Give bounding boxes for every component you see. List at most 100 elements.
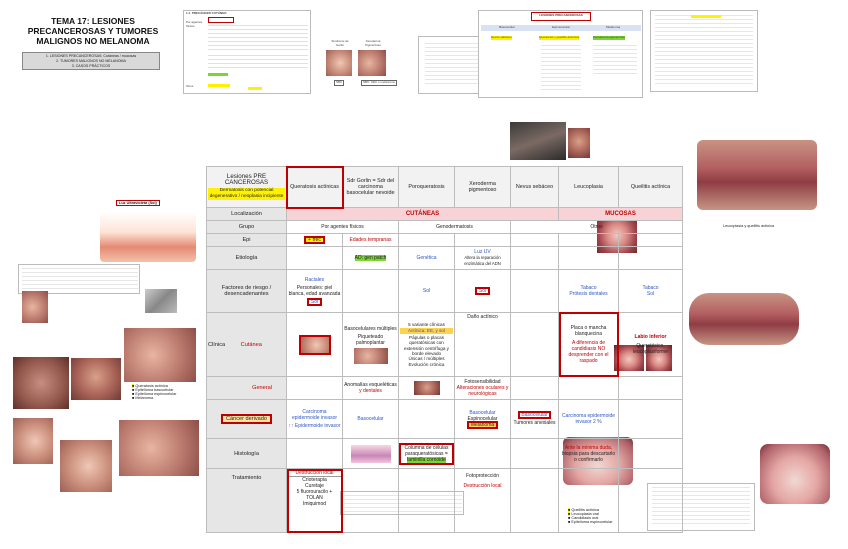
mini-item: Queratosis y queilitis actínicas bbox=[539, 35, 580, 40]
mini-row-label: Otros bbox=[186, 84, 194, 88]
cell-text: Basocelular bbox=[469, 410, 496, 417]
cell-text: AD: gen patch bbox=[354, 254, 387, 261]
clinical-photo bbox=[298, 334, 331, 355]
mini-section-title: 1.1. PRECÁNCER CUTÁNEO bbox=[186, 11, 227, 15]
table-cell: Basocelulares múltiples Piqueteado palmo… bbox=[342, 311, 399, 378]
mini-text-lines bbox=[541, 45, 581, 93]
clinical-photo bbox=[568, 128, 590, 158]
clinical-photo bbox=[353, 347, 388, 364]
table-cell: Carcinoma epidermoide invasor 2 % bbox=[558, 399, 619, 440]
table-cell bbox=[286, 311, 343, 378]
histology-photo bbox=[145, 289, 177, 313]
table-cell bbox=[618, 232, 683, 247]
mini-yellow-mark bbox=[208, 84, 230, 87]
table-corner: Lesiones PRE CANCEROSAS Dermatosis con p… bbox=[206, 165, 287, 209]
mini-item: Nevus sebáceo bbox=[491, 35, 512, 40]
table-cell bbox=[618, 468, 683, 533]
row-label-text: Cáncer derivado bbox=[220, 414, 273, 425]
table-cell bbox=[398, 376, 455, 401]
table-cell: Columna de células paraqueratósicas = la… bbox=[398, 438, 455, 470]
cell-text: Sol bbox=[306, 297, 323, 306]
face-photo bbox=[119, 420, 199, 476]
table-cell bbox=[558, 232, 619, 247]
mini-precancer-table: 1.1. PRECÁNCER CUTÁNEO Por agentes físic… bbox=[183, 10, 311, 94]
table-cell bbox=[510, 438, 559, 470]
mini-text-lines bbox=[22, 268, 138, 292]
cell-text: Altera la reparación enzimática del ADN bbox=[464, 254, 501, 266]
badge: SBC, CEC o melanoma bbox=[361, 80, 397, 86]
cell-text: Imiquimod bbox=[302, 501, 327, 508]
table-cell bbox=[510, 268, 559, 313]
table-cell bbox=[398, 232, 455, 247]
table-cell: 5 variante clínicas Actínica: EE, y sol … bbox=[398, 311, 455, 378]
table-cell: Basocelular Espinocelular Melanoma bbox=[454, 399, 511, 440]
corner-title: Lesiones PRE CANCEROSAS bbox=[224, 173, 269, 186]
table-cell bbox=[510, 376, 559, 401]
mini-green-mark bbox=[208, 73, 228, 76]
skin-photo bbox=[71, 358, 121, 400]
cell-text: Espinocelular bbox=[467, 416, 498, 423]
cell-text: Columna de células paraqueratósicas = la… bbox=[399, 442, 454, 465]
cell-text: Queratósico, leucoplasiforme bbox=[632, 343, 669, 356]
table-cell: Basocelular bbox=[342, 399, 399, 440]
col-header: Queilitis actínica bbox=[618, 165, 683, 209]
table-cell: Carcinoma epidermoide invasor↑↑ Epidermo… bbox=[286, 399, 343, 440]
precancer-table: Lesiones PRE CANCEROSAS Dermatosis con p… bbox=[206, 165, 683, 533]
table-cell bbox=[342, 268, 399, 313]
table-cell bbox=[286, 438, 343, 470]
table-cell: Edades tempranas bbox=[342, 232, 399, 247]
table-cell: Basocelular Tumores anexiales bbox=[510, 399, 559, 440]
table-cell bbox=[454, 438, 511, 470]
row-sublabel: General bbox=[206, 376, 287, 401]
row-label: Grupo bbox=[206, 219, 287, 234]
mini-yellow-mark bbox=[691, 15, 721, 18]
cell-text: Fotoprotección bbox=[465, 473, 500, 480]
cell-text: Placa o mancha blanquecina bbox=[570, 325, 607, 338]
table-cell: + frec bbox=[286, 232, 343, 247]
table-cell: Por agentes físicos bbox=[286, 219, 399, 234]
table-cell bbox=[558, 245, 619, 270]
tongue-photo-2 bbox=[760, 444, 830, 504]
cell-text: + frec bbox=[304, 235, 325, 244]
row-label: Etiología bbox=[206, 245, 287, 270]
mini-text-page bbox=[650, 10, 758, 92]
legend-item: ■ Melanoma bbox=[132, 396, 154, 400]
cell-text: A diferencia de candidiasis NO desprende… bbox=[568, 340, 609, 365]
index-box: 1. LESIONES PRECANCEROSAS: Cutáneas / mu… bbox=[22, 52, 160, 70]
face-photo bbox=[124, 328, 196, 382]
cell-text: Sol bbox=[646, 290, 655, 297]
table-cell bbox=[510, 245, 559, 270]
table-cell: Raciales Personales: piel blanca, edad a… bbox=[286, 268, 343, 313]
table-cell bbox=[618, 376, 683, 401]
skin-photo bbox=[60, 440, 112, 492]
cell-text: ↑↑ Epidermoide invasor bbox=[288, 423, 341, 430]
mini-highlight bbox=[208, 17, 234, 23]
cell-text: biopsia para descartarlo o confirmarlo bbox=[561, 450, 616, 463]
clinical-photo-dark bbox=[510, 122, 566, 160]
legend-left: ■ Queratosis actínica ■ Epitelioma basoc… bbox=[132, 384, 196, 400]
col-header: Sdr Gorlin = Sdr del carcinoma basocelul… bbox=[342, 165, 399, 209]
mini-text-lines bbox=[593, 45, 637, 75]
cutaneas-band: CUTÁNEAS bbox=[286, 207, 559, 221]
cell-text: Melanoma bbox=[466, 421, 499, 430]
col-header: Leucoplasia bbox=[558, 165, 619, 209]
index-item: 3. CASOS PRÁCTICOS bbox=[71, 63, 111, 68]
cell-text: Sol bbox=[474, 286, 491, 295]
cell-text: y dentales bbox=[359, 388, 382, 395]
mini-row-label: Por agentes físicos bbox=[186, 20, 203, 28]
table-cell: Labio inferior Queratósico, leucoplasifo… bbox=[618, 311, 683, 378]
uv-label: Luz Ultravioleta (Sol) bbox=[116, 200, 160, 206]
table-cell: Otros bbox=[510, 219, 683, 234]
mini-lesiones-table: LESIONES PRECANCEROSAS Basocelular Espin… bbox=[478, 10, 643, 98]
mini-header-box bbox=[531, 12, 591, 21]
table-cell bbox=[510, 232, 559, 247]
gorlin-photo bbox=[326, 50, 352, 76]
cell-text: Tabaco bbox=[642, 284, 659, 291]
mini-col: Melanoma bbox=[605, 25, 620, 29]
cell-text: Prótesis dentales bbox=[569, 290, 608, 297]
clinical-photo bbox=[413, 381, 440, 396]
table-cell: Genética bbox=[398, 245, 455, 270]
page-title: TEMA 17: LESIONES PRECANCEROSAS Y TUMORE… bbox=[27, 16, 159, 46]
mucosas-band: MUCOSAS bbox=[558, 207, 683, 221]
